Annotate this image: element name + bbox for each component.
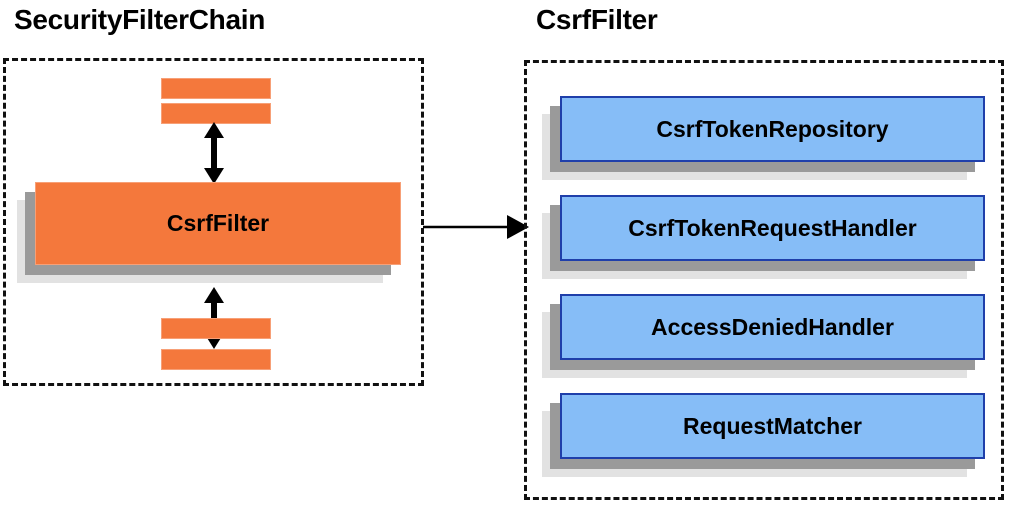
page-title-csrffilter: CsrfFilter bbox=[536, 4, 658, 35]
node-label-csrftokenrequesthandler: CsrfTokenRequestHandler bbox=[628, 214, 917, 241]
securityfilterchain-panel bbox=[3, 58, 424, 386]
node-face: CsrfFilter bbox=[35, 182, 401, 265]
node-csrffilter[interactable]: CsrfFilter bbox=[17, 182, 401, 283]
filter-strip-top-2 bbox=[161, 103, 271, 124]
filter-strip-bottom-2 bbox=[161, 349, 271, 370]
node-face: CsrfTokenRequestHandler bbox=[560, 195, 985, 261]
csrffilter-collaborators-panel bbox=[524, 60, 1004, 500]
node-accessdeniedhandler[interactable]: AccessDeniedHandler bbox=[542, 294, 985, 378]
node-label-csrftokenrepository: CsrfTokenRepository bbox=[656, 115, 889, 142]
node-label-csrffilter: CsrfFilter bbox=[166, 210, 270, 236]
node-label-requestmatcher: RequestMatcher bbox=[683, 412, 862, 439]
node-requestmatcher[interactable]: RequestMatcher bbox=[542, 393, 985, 477]
page-title-securityfilterchain: SecurityFilterChain bbox=[14, 4, 266, 35]
node-label-accessdeniedhandler: AccessDeniedHandler bbox=[651, 313, 894, 340]
filter-strip-bottom-1 bbox=[161, 318, 271, 339]
node-face: RequestMatcher bbox=[560, 393, 985, 459]
node-face: CsrfTokenRepository bbox=[560, 96, 985, 162]
node-face: AccessDeniedHandler bbox=[560, 294, 985, 360]
filter-strip-top-1 bbox=[161, 78, 271, 99]
arrow-securityfilterchain-to-csrffilter bbox=[423, 215, 529, 239]
node-csrftokenrepository[interactable]: CsrfTokenRepository bbox=[542, 96, 985, 180]
arrow-up-down-above-csrffilter bbox=[204, 122, 224, 184]
node-csrftokenrequesthandler[interactable]: CsrfTokenRequestHandler bbox=[542, 195, 985, 279]
